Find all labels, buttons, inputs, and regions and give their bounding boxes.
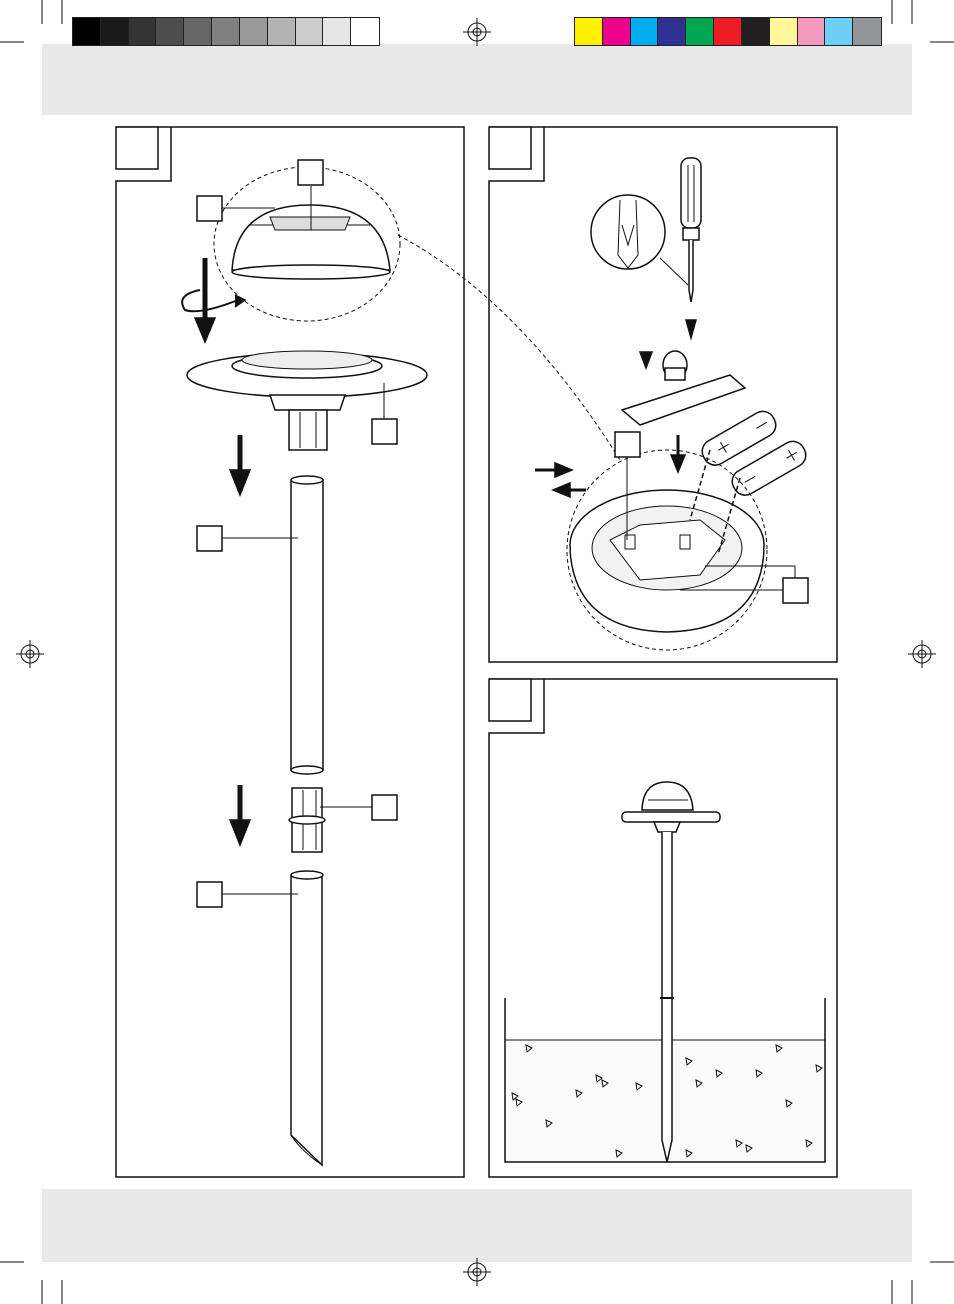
top-gray-band	[42, 44, 912, 115]
color-swatch-10	[825, 18, 854, 45]
gray-swatch-7	[239, 18, 268, 45]
gray-swatch-1	[73, 18, 101, 45]
color-swatch-11	[853, 18, 881, 45]
callout-box-2b	[782, 577, 809, 604]
callout-box-1c	[371, 418, 398, 445]
color-swatch-9	[797, 18, 826, 45]
gray-swatch-8	[267, 18, 296, 45]
gray-swatch-9	[295, 18, 324, 45]
registration-mark-right	[908, 640, 936, 668]
callout-box-2a	[614, 431, 641, 458]
callout-box-1d	[196, 525, 223, 552]
callout-box-1e	[371, 794, 398, 821]
bottom-gray-band	[42, 1189, 912, 1262]
color-swatch-1	[575, 18, 603, 45]
gray-swatch-10	[323, 18, 352, 45]
figure-2-number-box	[488, 126, 532, 170]
color-swatch-6	[714, 18, 742, 45]
color-swatch-4	[658, 18, 687, 45]
callout-box-1a	[297, 159, 324, 186]
color-swatch-2	[602, 18, 631, 45]
registration-mark-top	[463, 18, 491, 46]
figure-3-number-box	[488, 678, 532, 722]
figure-1-assembly	[115, 126, 465, 1178]
grayscale-calibration-bar	[72, 17, 380, 46]
registration-mark-bottom	[463, 1258, 491, 1286]
figure-3-installed-in-ground	[488, 678, 838, 1178]
gray-swatch-4	[156, 18, 185, 45]
gray-swatch-3	[128, 18, 157, 45]
color-swatch-7	[741, 18, 770, 45]
color-calibration-bar	[574, 17, 882, 46]
zoom-link-line	[397, 234, 621, 461]
color-swatch-8	[769, 18, 798, 45]
registration-mark-left	[16, 640, 44, 668]
gray-swatch-6	[212, 18, 240, 45]
figure-1-number-box	[115, 126, 159, 170]
color-swatch-3	[630, 18, 659, 45]
color-swatch-5	[686, 18, 715, 45]
gray-swatch-5	[184, 18, 213, 45]
figure-2-battery-insertion	[488, 126, 838, 663]
callout-box-1b	[196, 195, 223, 222]
gray-swatch-11	[351, 18, 379, 45]
callout-box-1f	[196, 881, 223, 908]
gray-swatch-2	[100, 18, 129, 45]
